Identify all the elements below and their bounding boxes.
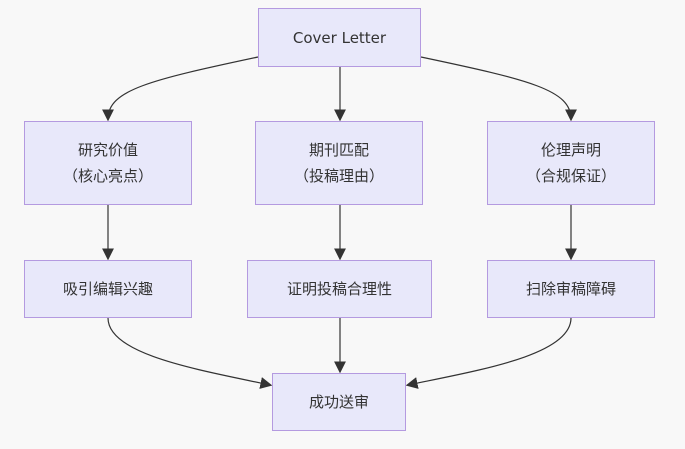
node-research-value: 研究价值 （核心亮点） xyxy=(24,121,192,205)
node-cover-letter: Cover Letter xyxy=(258,8,421,67)
node-label: 伦理声明 xyxy=(540,141,601,159)
edge-attract-success xyxy=(107,317,273,389)
node-journal-match: 期刊匹配 （投稿理由） xyxy=(255,121,423,205)
node-label: 研究价值 xyxy=(77,141,138,159)
node-label: Cover Letter xyxy=(292,28,387,47)
node-sublabel: （投稿理由） xyxy=(293,167,384,185)
node-attract-editor: 吸引编辑兴趣 xyxy=(24,260,192,318)
node-label: 吸引编辑兴趣 xyxy=(62,280,153,298)
node-label: 成功送审 xyxy=(308,393,369,411)
node-ethics-statement: 伦理声明 （合规保证） xyxy=(487,121,655,205)
node-clear-obstacles: 扫除审稿障碍 xyxy=(487,260,655,318)
node-label: 期刊匹配 xyxy=(308,141,369,159)
edge-clear-success xyxy=(405,317,572,389)
edge-cover-research xyxy=(102,56,259,122)
node-success-review: 成功送审 xyxy=(272,373,406,431)
node-justify-submission: 证明投稿合理性 xyxy=(247,260,432,318)
node-label: 扫除审稿障碍 xyxy=(525,280,616,298)
node-sublabel: （合规保证） xyxy=(525,167,616,185)
edge-cover-ethics xyxy=(420,56,577,122)
node-sublabel: （核心亮点） xyxy=(62,167,153,185)
node-label: 证明投稿合理性 xyxy=(286,280,392,298)
